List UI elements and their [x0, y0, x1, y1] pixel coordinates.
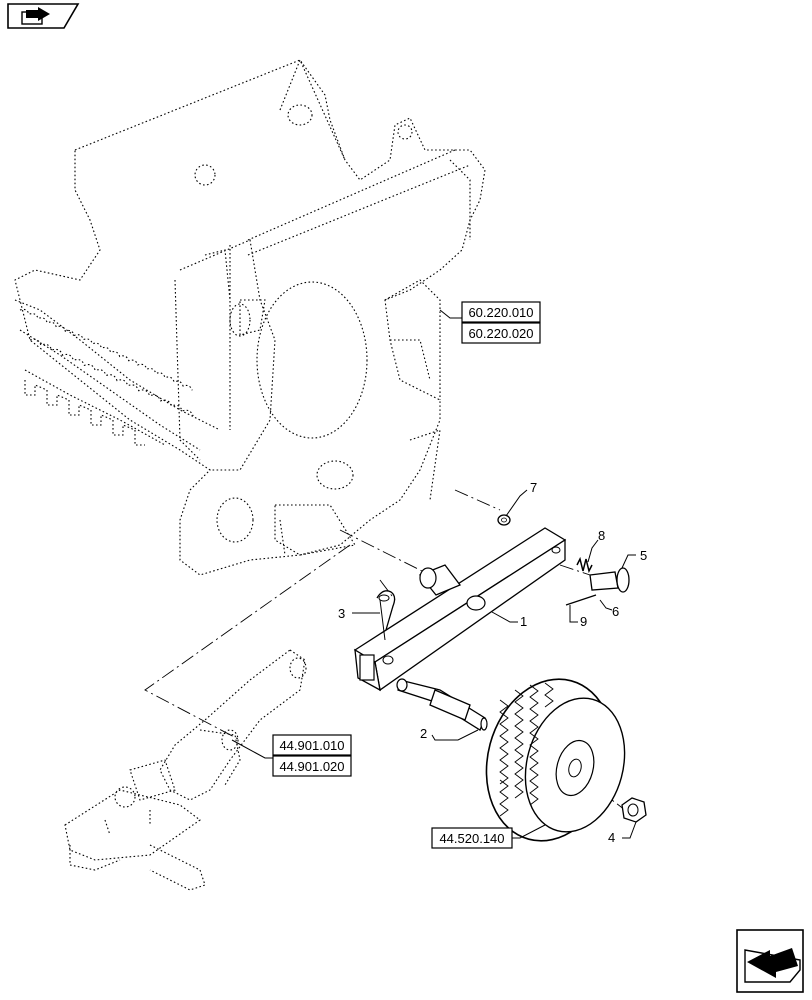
ref-box-44-901-020[interactable]: 44.901.020: [272, 755, 352, 777]
svg-text:60.220.020: 60.220.020: [468, 326, 533, 341]
ref-box-44-901-010[interactable]: 44.901.010: [272, 734, 352, 756]
ref-box-44-520-140[interactable]: 44.520.140: [431, 827, 513, 849]
svg-text:44.901.020: 44.901.020: [279, 759, 344, 774]
callout-4: 4: [608, 830, 615, 845]
swing-arm-assembly: [64, 649, 307, 891]
callout-leaders: [231, 309, 637, 839]
callout-labels: 1 2 3 4 5 6 7 8 9: [338, 480, 647, 845]
ref-box-60-220-020[interactable]: 60.220.020: [461, 322, 541, 344]
callout-3: 3: [338, 606, 345, 621]
callout-9: 9: [580, 614, 587, 629]
cotter-pin-part-6: [565, 594, 597, 606]
svg-text:44.901.010: 44.901.010: [279, 738, 344, 753]
callout-5: 5: [640, 548, 647, 563]
axle-beam-part-1: [353, 527, 567, 692]
wheel-spindle-part-2: [396, 678, 488, 731]
lynch-pin-part-3: [376, 590, 396, 641]
navigation-folder-arrow-icon[interactable]: [7, 3, 80, 29]
callout-6: 6: [612, 604, 619, 619]
gauge-wheel: [485, 678, 626, 842]
callout-7: 7: [530, 480, 537, 495]
svg-text:60.220.010: 60.220.010: [468, 305, 533, 320]
callout-1: 1: [520, 614, 527, 629]
svg-text:44.520.140: 44.520.140: [439, 831, 504, 846]
washer-part-7: [497, 514, 511, 526]
header-frame: [14, 58, 486, 576]
callout-8: 8: [598, 528, 605, 543]
spring-part-8: [576, 556, 593, 574]
upper-pivot-pin: [418, 564, 462, 596]
nut-part-4: [621, 797, 647, 823]
next-page-arrow-icon[interactable]: [736, 929, 804, 993]
ref-box-60-220-010[interactable]: 60.220.010: [461, 301, 541, 323]
pin-part-5: [589, 567, 630, 593]
callout-2: 2: [420, 726, 427, 741]
